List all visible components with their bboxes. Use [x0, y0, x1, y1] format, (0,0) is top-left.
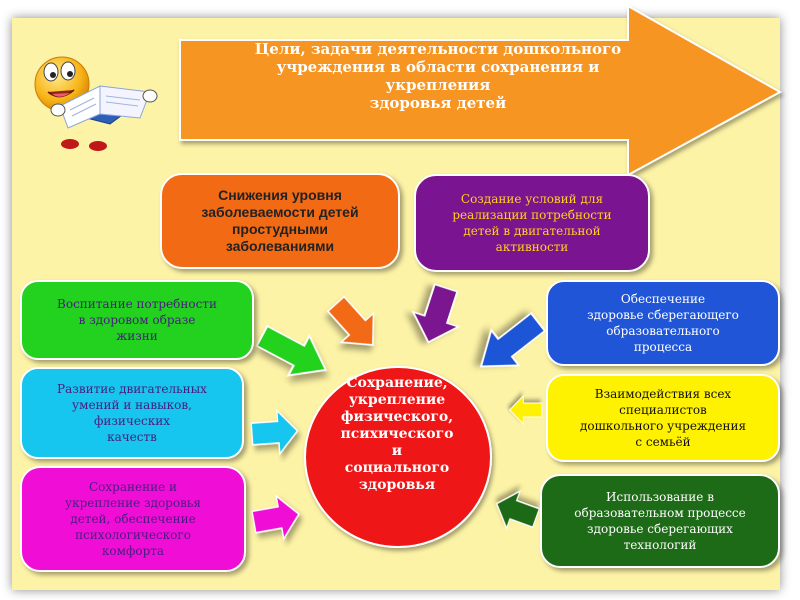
yellow-arrow [509, 394, 543, 426]
purple-arrow [411, 283, 461, 344]
box-health-saving-process: Обеспечение здоровье сберегающего образо… [546, 280, 780, 366]
box-motor-activity-conditions: Создание условий для реализации потребно… [414, 174, 650, 272]
cyan-arrow [250, 408, 299, 456]
box-specialists-interaction: Взаимодействия всех специалистов дошколь… [546, 374, 780, 462]
title-arrow [179, 4, 783, 177]
orange-arrow [326, 295, 375, 346]
smiley-reading-book-icon [34, 56, 158, 151]
diagram-title: Цели, задачи деятельности дошкольного уч… [254, 40, 622, 112]
box-healthy-lifestyle: Воспитание потребности в здоровом образе… [20, 280, 254, 360]
center-circle [304, 366, 492, 548]
box-reduce-morbidity: Снижения уровня заболеваемости детей про… [160, 173, 400, 269]
box-motor-skills: Развитие двигательных умений и навыков, … [20, 367, 244, 459]
green-arrow [255, 324, 328, 377]
blue-arrow [479, 311, 547, 368]
magenta-arrow [251, 494, 300, 541]
center-goal-text: Сохранение, укрепление физического, псих… [340, 375, 454, 493]
box-psychological-comfort: Сохранение и укрепление здоровья детей, … [20, 466, 246, 572]
dark-green-arrow [495, 490, 541, 530]
box-health-technologies: Использование в образовательном процессе… [540, 474, 780, 568]
